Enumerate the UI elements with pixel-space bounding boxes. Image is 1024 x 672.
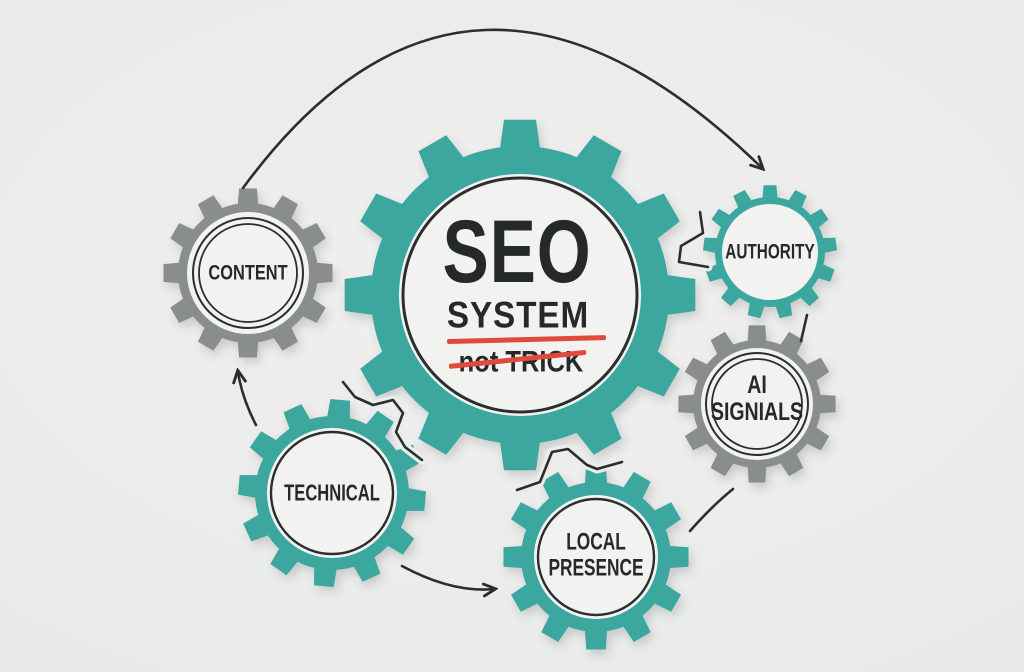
content-gear-tooth	[300, 223, 326, 249]
seo-system-gear-tooth	[574, 135, 622, 180]
seo-system-gear-tooth	[664, 274, 696, 316]
local-presence-gear-tooth	[511, 582, 540, 612]
seo-system-gear-tooth	[418, 135, 466, 180]
seo-system-gear-tooth	[344, 274, 376, 316]
local-presence-gear-tooth	[541, 472, 571, 501]
technical-gear-tooth	[364, 410, 394, 440]
authority-gear-tooth	[787, 190, 807, 210]
seo-system-gear-tooth	[635, 193, 680, 241]
seo-system-gear-face	[399, 174, 641, 416]
ai-signals-gear-tooth	[684, 425, 710, 451]
authority-gear-tooth	[774, 300, 793, 319]
authority-gear-tooth	[820, 237, 837, 254]
technical-gear-tooth	[270, 546, 300, 576]
zigzag-center-to-authority	[677, 210, 710, 269]
local-presence-gear-tooth	[541, 613, 571, 642]
content-gear-ring	[192, 217, 304, 329]
technical-gear-tooth	[283, 404, 312, 432]
authority-gear-tooth	[711, 208, 732, 230]
ai-signals-gear-tooth	[684, 357, 710, 383]
ai-signals-gear-ring	[705, 352, 809, 456]
authority-gear-tooth	[798, 285, 819, 307]
authority-gear-tooth	[733, 190, 753, 210]
content-gear-tooth	[314, 262, 333, 284]
technical-gear-tooth	[314, 564, 338, 587]
authority-gear-tooth	[721, 285, 742, 307]
ai-signals-gear-tooth	[778, 331, 804, 357]
ai-signals-gear-tooth	[804, 357, 830, 383]
content-gear-ring	[198, 223, 298, 323]
authority-gear-face	[722, 204, 818, 300]
seo-system-gear-ring	[401, 176, 639, 414]
content-gear-tooth	[272, 325, 298, 351]
local-presence-gear-tooth	[621, 472, 651, 501]
technical-gear-ring	[269, 430, 395, 556]
arrow-content-to-authority	[241, 28, 762, 190]
arrow-technical-to-content	[238, 372, 258, 427]
local-presence-gear-tooth	[667, 545, 689, 569]
authority-gear-tooth	[703, 237, 720, 254]
ai-signals-gear	[678, 325, 836, 483]
seo-system-gear-tooth	[499, 439, 541, 471]
technical-gear-tooth	[243, 513, 271, 542]
authority-gear	[703, 185, 837, 319]
seo-system-gear-tooth	[574, 410, 622, 455]
gears-layer	[163, 119, 837, 650]
local-presence-gear-tooth	[652, 582, 681, 612]
local-presence-gear-face	[534, 495, 658, 619]
ai-signals-gear-tooth	[710, 451, 736, 477]
local-presence-gear-tooth	[621, 613, 651, 642]
authority-gear-tooth	[808, 208, 829, 230]
local-presence-gear-tooth	[652, 502, 681, 532]
content-gear-tooth	[272, 195, 298, 221]
technical-gear-tooth	[403, 487, 426, 511]
technical-gear-face	[267, 428, 397, 558]
local-presence-gear	[503, 464, 689, 650]
seo-system-gear-tooth	[360, 193, 405, 241]
seo-system-gear-tooth	[635, 349, 680, 397]
ai-signals-gear-tooth	[747, 325, 767, 344]
authority-gear-tooth	[762, 185, 778, 201]
content-gear-tooth	[300, 297, 326, 323]
arrow-technical-to-local	[400, 564, 494, 590]
ai-signals-gear-ring	[711, 358, 803, 450]
seo-system-gear-tooth	[418, 410, 466, 455]
seo-system-gear-tooth	[499, 119, 541, 151]
seo-system-gear-tooth	[360, 349, 405, 397]
content-gear-tooth	[170, 223, 196, 249]
technical-gear-tooth	[238, 475, 261, 499]
content-gear-face	[187, 212, 309, 334]
content-gear-tooth	[198, 195, 224, 221]
content-gear-tooth	[237, 188, 259, 207]
zigzag-center-to-local	[515, 447, 624, 492]
local-presence-gear-ring	[536, 497, 656, 617]
content-gear-tooth	[198, 325, 224, 351]
technical-gear-tooth	[352, 554, 381, 582]
technical-gear-tooth	[385, 525, 415, 555]
ai-signals-gear-tooth	[678, 394, 697, 414]
ai-signals-gear-tooth	[778, 451, 804, 477]
ai-signals-gear-face	[701, 348, 813, 460]
authority-gear-tooth	[815, 263, 835, 282]
zigzag-center-to-technical	[341, 380, 424, 462]
ai-signals-gear-tooth	[710, 331, 736, 357]
ai-signals-gear-tooth	[804, 425, 830, 451]
local-presence-gear-tooth	[511, 502, 540, 532]
local-presence-gear-tooth	[584, 628, 608, 650]
content-gear-tooth	[237, 339, 259, 358]
ai-signals-gear-tooth	[747, 464, 767, 483]
content-gear-tooth	[163, 262, 182, 284]
ai-signals-gear-tooth	[817, 394, 836, 414]
curve-local-to-ai	[688, 487, 735, 533]
tick-authority-to-ai	[799, 313, 809, 343]
technical-gear-tooth	[249, 431, 279, 461]
connector-lines-layer	[238, 28, 809, 590]
content-gear-tooth	[170, 297, 196, 323]
local-presence-gear-tooth	[503, 545, 525, 569]
content-gear	[163, 188, 333, 358]
technical-gear-tooth	[326, 399, 350, 422]
authority-gear-tooth	[747, 300, 766, 319]
